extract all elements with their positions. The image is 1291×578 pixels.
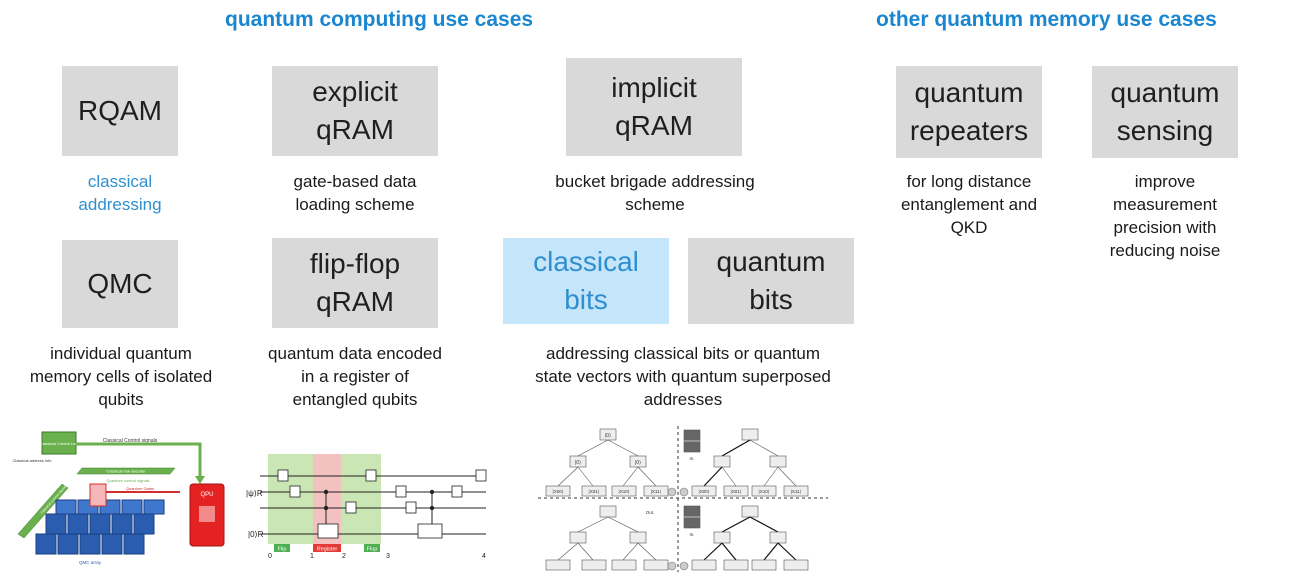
box-implicit-qram: implicit qRAM (566, 58, 742, 156)
control-signals-label: Classical Control signals (103, 438, 158, 444)
desc-rqam: classical addressing (78, 172, 162, 214)
tree-tl-mid-left: |0⟩ (575, 460, 581, 466)
tree-tr-in: In. (689, 456, 694, 461)
qmc-cube-array (35, 499, 165, 555)
row-decoder-bar (76, 467, 176, 475)
flop-region (341, 454, 381, 544)
tree-tl-leaf-1: |X01⟩ (589, 489, 600, 494)
address-info-label: Classical address info (13, 458, 53, 463)
register-tag-label: Register (317, 547, 338, 553)
flip-region (268, 454, 314, 544)
tree-br-in: In. (689, 532, 694, 537)
box-sensing-label: quantum sensing (1110, 77, 1220, 146)
tree-tr-leaf-2: |X10⟩ (759, 489, 770, 494)
desc-implicit: bucket brigade addressing scheme (555, 172, 755, 214)
box-rqam-label: RQAM (78, 95, 162, 126)
tree-top-right (683, 428, 809, 497)
column-decoder-bar (17, 483, 69, 539)
control-signal-arrow (195, 476, 205, 484)
circuit-controls (323, 489, 435, 524)
flop-tag-label: Flop (367, 547, 378, 553)
tick-0: 0 (268, 553, 272, 560)
tree-tl-leaf-0: |X00⟩ (553, 489, 564, 494)
circuit-gates (277, 469, 487, 539)
qpu-chip (199, 506, 215, 522)
heading-other-memory: other quantum memory use cases (876, 8, 1217, 31)
box-qmc-label: QMC (87, 268, 153, 299)
box-classical-bits: classical bits (503, 238, 669, 324)
qpu-label: QPU (200, 492, 213, 498)
tick-4: 4 (482, 553, 486, 560)
box-explicit-label: explicit qRAM (312, 76, 398, 145)
tree-bottom-right (683, 505, 809, 571)
row-decoder-label: Classical row decoder (106, 469, 146, 474)
tick-1: 1 (310, 553, 314, 560)
tree-tr-leaf-1: |X01⟩ (731, 489, 742, 494)
array-label: QMC array (79, 560, 102, 565)
tree-tr-leaf-0: |X00⟩ (699, 489, 710, 494)
zero-register-label: |0⟩R (248, 530, 264, 539)
flip-tag (274, 544, 290, 552)
box-flipflop-qram: flip-flop qRAM (272, 238, 438, 328)
tree-tr-leaf-3: |X11⟩ (791, 489, 802, 494)
flop-tag (364, 544, 380, 552)
flip-tag-label: Flip (278, 547, 287, 553)
tree-bl-out: Out. (646, 510, 655, 515)
control-unit-label: Classical Control Unit (40, 441, 79, 446)
tree-tl-root: |0⟩ (605, 433, 611, 439)
psi-register-label: |ψ⟩R (246, 489, 263, 498)
box-classical-bits-label: classical bits (533, 246, 639, 315)
tree-link-markers (667, 487, 689, 571)
box-quantum-repeaters: quantum repeaters (896, 66, 1042, 158)
tree-bottom-left (545, 505, 669, 571)
register-tag (313, 544, 341, 552)
tree-tl-leaf-3: |X11⟩ (651, 489, 662, 494)
box-rqam: RQAM (62, 66, 178, 156)
tree-tl-mid-right: |0⟩ (635, 460, 641, 466)
control-signal-line (76, 442, 202, 478)
box-implicit-label: implicit qRAM (611, 72, 697, 141)
quantum-gates-label: Quantum Gates (126, 486, 154, 491)
qmc-architecture-figure: Classical Control Unit Classical Control… (13, 431, 225, 565)
quantum-gate-block (89, 483, 107, 507)
box-quantum-bits: quantum bits (688, 238, 854, 324)
box-flipflop-label: flip-flop qRAM (309, 248, 401, 317)
desc-flipflop: quantum data encoded in a register of en… (268, 344, 442, 409)
bucket-brigade-tree-figure: |0⟩ |0⟩ |0⟩ |X00⟩ |X01⟩ |X10⟩ |X11⟩ In. … (538, 426, 828, 572)
desc-explicit: gate-based data loading scheme (293, 172, 417, 214)
box-explicit-qram: explicit qRAM (272, 66, 438, 156)
heading-quantum-computing: quantum computing use cases (225, 8, 534, 31)
desc-bits: addressing classical bits or quantum sta… (535, 344, 831, 409)
quantum-control-label: Quantum control signals (106, 478, 149, 483)
flipflop-circuit-figure: |ψ⟩R |0⟩R Flip Register Flop 0 1 2 3 4 (246, 454, 487, 560)
desc-repeaters: for long distance entanglement and QKD (900, 172, 1038, 237)
box-repeaters-label: quantum repeaters (909, 77, 1029, 146)
desc-qmc: individual quantum memory cells of isola… (29, 344, 213, 409)
box-quantum-sensing: quantum sensing (1092, 66, 1238, 158)
tree-top-left (545, 428, 669, 497)
tree-tl-leaf-2: |X10⟩ (619, 489, 630, 494)
desc-sensing: improve measurement precision with reduc… (1109, 172, 1221, 260)
tick-3: 3 (386, 553, 390, 560)
box-qmc: QMC (62, 240, 178, 328)
tick-2: 2 (342, 553, 346, 560)
box-quantum-bits-label: quantum bits (716, 246, 826, 315)
